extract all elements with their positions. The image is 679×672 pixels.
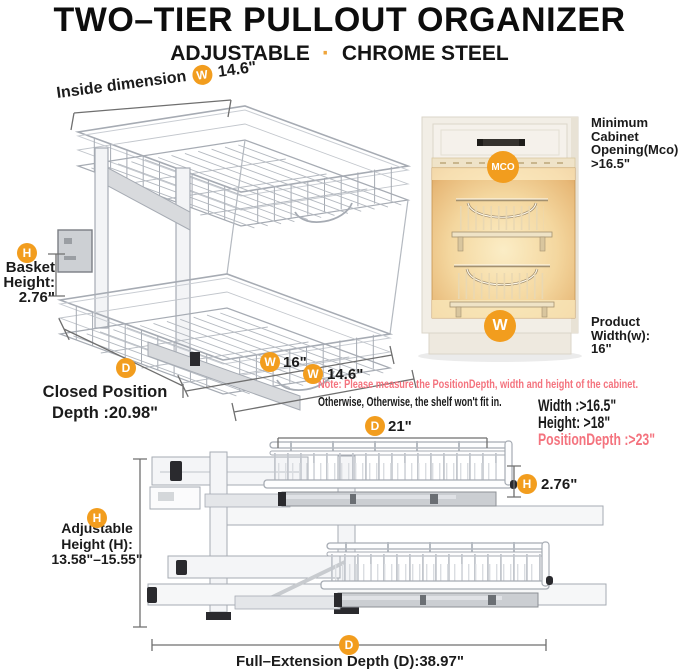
mco-line4: >16.5"	[591, 155, 631, 171]
required-position-depth: PositionDepth :>23"	[538, 430, 655, 449]
height-badge-icon: H	[87, 508, 107, 528]
basket-height-line3: 2.76"	[18, 289, 55, 306]
note-line1: Note: Please measure the PositionDepth, …	[318, 379, 638, 391]
extended-organizer-drawing	[147, 440, 607, 620]
subtitle-separator-dot: ·	[321, 40, 330, 67]
closed-depth-line1: Closed Position	[42, 383, 168, 401]
outer-width-value: 16"	[283, 354, 307, 371]
closed-organizer-drawing	[57, 105, 409, 411]
subtitle-left: ADJUSTABLE	[170, 42, 310, 65]
full-extension-depth-label: Full–Extension Depth (D):38.97"	[236, 653, 464, 670]
mco-line1: Minimum	[591, 115, 649, 130]
height-badge-icon: H	[517, 474, 537, 494]
depth-badge-icon: D	[365, 416, 385, 436]
mco-line3: Opening(Mco):	[591, 142, 679, 157]
width-badge-icon: W	[260, 352, 280, 372]
page-title: TWO–TIER PULLOUT ORGANIZER	[53, 1, 626, 39]
basket-height-label: Basket Height: 2.76"	[0, 260, 55, 305]
top-depth-value: 21"	[388, 418, 412, 435]
basket-height-line2: Height:	[3, 274, 55, 291]
minimum-cabinet-opening-label: Minimum Cabinet Opening(Mco): >16.5"	[591, 116, 679, 170]
width-badge-icon: W	[303, 364, 323, 384]
product-width-line1: Product	[591, 314, 641, 329]
mco-badge-icon: MCO	[487, 151, 519, 183]
closed-depth-line2: Depth :20.98"	[52, 404, 158, 422]
inner-width-value: 14.6"	[327, 366, 364, 383]
note-line2: Otherwise, Otherwise, the shelf won't fi…	[318, 395, 502, 409]
product-width-line3: 16"	[591, 341, 612, 356]
required-height: Height: >18"	[538, 413, 611, 432]
subtitle: ADJUSTABLE · CHROME STEEL	[0, 42, 679, 66]
depth-badge-icon: D	[339, 635, 359, 655]
width-badge-icon: W	[484, 310, 516, 342]
depth-badge-icon: D	[116, 358, 136, 378]
basket-height-line1: Basket	[5, 259, 55, 276]
adjustable-height-line2: Height (H):	[61, 535, 133, 552]
product-width-line2: Width(w):	[591, 327, 651, 343]
subtitle-right: CHROME STEEL	[341, 42, 509, 65]
product-width-label: Product Width(w): 16"	[591, 315, 650, 356]
mco-line2: Cabinet	[591, 128, 639, 144]
closed-depth-label: Closed Position Depth :20.98"	[25, 382, 185, 424]
required-width: Width :>16.5"	[538, 396, 617, 415]
adjustable-height-line1: Adjustable	[61, 520, 133, 536]
adjustable-height-line3: 13.58"–15.55"	[51, 551, 143, 567]
adjustable-height-label: Adjustable Height (H): 13.58"–15.55"	[17, 520, 177, 568]
extended-basket-height-value: 2.76"	[541, 476, 578, 493]
height-badge-icon: H	[17, 243, 37, 263]
